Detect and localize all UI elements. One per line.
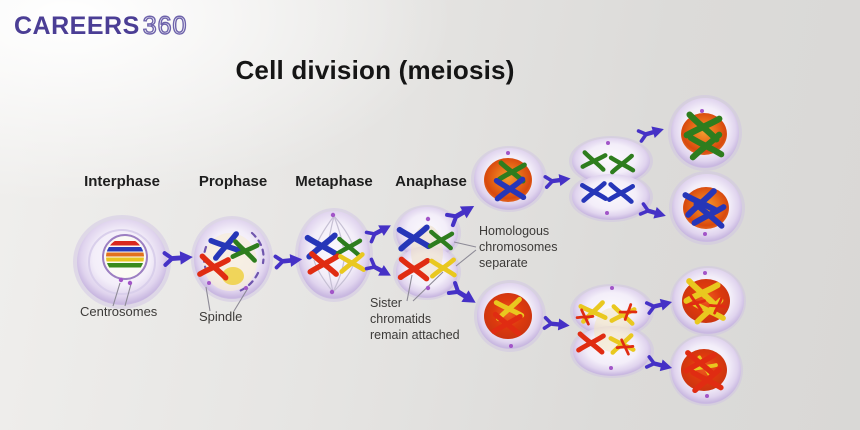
- arrow-to-gamete-green: [638, 123, 665, 141]
- spindle-label: Spindle: [199, 309, 243, 324]
- spindle-forming-arc: [250, 231, 265, 265]
- prophase-cell: [191, 216, 273, 302]
- gamete-cell-yellow: [670, 266, 746, 336]
- secondary-cell-bottom: [474, 280, 546, 352]
- stage-label-prophase: Prophase: [198, 173, 268, 190]
- gamete-cell-green: [668, 95, 742, 171]
- stage-label-interphase: Interphase: [84, 173, 160, 190]
- arrow-to-gamete-yellow: [647, 296, 674, 314]
- telophase-cell-bottom: [570, 284, 654, 378]
- centrosome-pointer-line: [112, 282, 121, 307]
- stage-label-metaphase: Metaphase: [295, 173, 373, 190]
- homologous-chromosomes-label: Homologous chromosomes separate: [479, 224, 558, 270]
- logo-360-text: 360: [142, 11, 188, 40]
- secondary-cell-top: [471, 146, 547, 212]
- telophase-cell-top: [569, 136, 653, 222]
- page-title: Cell division (meiosis): [235, 55, 515, 85]
- metaphase-cell: [295, 208, 373, 302]
- stage-label-anaphase: Anaphase: [395, 173, 467, 190]
- spindle-pointer-line: [233, 287, 249, 312]
- centrosome-pointer-line: [124, 283, 132, 307]
- interphase-cell: [73, 215, 171, 309]
- arrow-to-gamete-blue: [640, 203, 667, 221]
- anaphase-cell: [393, 205, 461, 300]
- yellow-chromatin-blob: [222, 267, 244, 285]
- interphase-nucleus: [102, 234, 148, 280]
- spindle-pointer-line: [205, 286, 211, 312]
- gamete-cell-blue: [669, 171, 745, 245]
- arrow-bottom-cell-to-telophase: [544, 317, 570, 332]
- gamete-cell-red: [669, 334, 743, 406]
- sister-chromatids-label: Sister chromatids remain attached: [370, 296, 460, 342]
- arrow-top-cell-to-telophase: [545, 173, 571, 188]
- homologous-pointer-line: [455, 249, 477, 267]
- homologous-pointer-line: [453, 241, 477, 248]
- sister-pointer-line: [406, 274, 413, 302]
- centriole-dots: [118, 109, 709, 398]
- centrosomes-label: Centrosomes: [80, 304, 158, 319]
- spindle-forming-arc: [235, 271, 260, 294]
- logo-text: CAREERS: [14, 12, 140, 40]
